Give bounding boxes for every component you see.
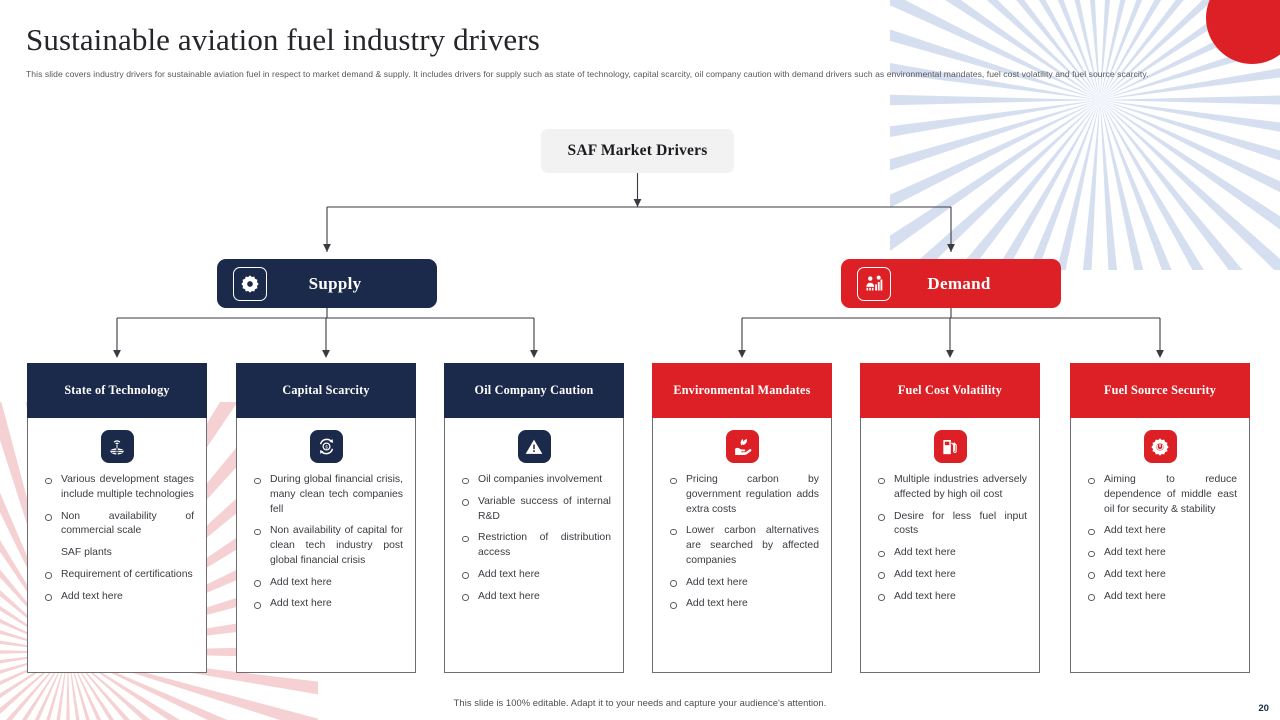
list-item: During global financial crisis, many cle…: [251, 473, 403, 517]
card-bullet-list: Oil companies involvement Variable succe…: [445, 473, 623, 604]
card-title: State of Technology: [64, 383, 170, 398]
footer-note: This slide is 100% editable. Adapt it to…: [453, 697, 827, 708]
branch-node-supply[interactable]: Supply: [217, 259, 437, 308]
card-bullet-list: Multiple industries adversely affected b…: [861, 473, 1039, 604]
list-item: Add text here: [667, 576, 819, 591]
list-item: Multiple industries adversely affected b…: [875, 473, 1027, 503]
list-item: Variable success of internal R&D: [459, 495, 611, 525]
card-title: Oil Company Caution: [474, 383, 594, 398]
list-item: Add text here: [459, 568, 611, 583]
svg-text:$: $: [325, 445, 328, 451]
driver-card-fuel-source-security[interactable]: Fuel Source Security Aiming to reduce de…: [1070, 363, 1250, 673]
driver-card-fuel-cost-volatility[interactable]: Fuel Cost Volatility Multiple industries…: [860, 363, 1040, 673]
card-bullet-list: Various development stages include multi…: [28, 473, 206, 604]
list-item: Add text here: [875, 568, 1027, 583]
list-item: Oil companies involvement: [459, 473, 611, 488]
list-item: Add text here: [1085, 590, 1237, 605]
fuel-pump-icon: [933, 430, 967, 463]
list-item: Add text here: [42, 590, 194, 605]
list-item: Add text here: [1085, 546, 1237, 561]
card-title: Fuel Cost Volatility: [897, 383, 1003, 398]
list-item: Desire for less fuel input costs: [875, 510, 1027, 540]
page-title: Sustainable aviation fuel industry drive…: [26, 22, 540, 57]
driver-card-environmental-mandates[interactable]: Environmental Mandates Pricing carbon by…: [652, 363, 832, 673]
list-item: Add text here: [1085, 568, 1237, 583]
driver-card-capital-scarcity[interactable]: Capital Scarcity $ During global financi…: [236, 363, 416, 673]
list-item: Add text here: [251, 576, 403, 591]
card-title: Environmental Mandates: [673, 383, 811, 398]
list-item: Restriction of distribution access: [459, 531, 611, 561]
card-bullet-list: Pricing carbon by government regulation …: [653, 473, 831, 612]
gear-icon: [233, 266, 267, 301]
people-chart-icon: [857, 266, 891, 301]
card-title: Capital Scarcity: [282, 383, 370, 398]
money-cycle-icon: $: [309, 430, 343, 463]
slide-header: Sustainable aviation fuel industry drive…: [26, 22, 1256, 81]
warning-triangle-icon: [517, 430, 551, 463]
list-item: Non availability of capital for clean te…: [251, 524, 403, 568]
list-item: Add text here: [251, 597, 403, 612]
list-item: Add text here: [1085, 524, 1237, 539]
list-item: Aiming to reduce dependence of middle ea…: [1085, 473, 1237, 517]
driver-card-oil-company-caution[interactable]: Oil Company Caution Oil companies involv…: [444, 363, 624, 673]
card-header: Capital Scarcity: [236, 363, 416, 418]
page-subtitle: This slide covers industry drivers for s…: [26, 68, 1149, 79]
branch-node-demand[interactable]: Demand: [841, 259, 1061, 308]
gear-power-icon: [1143, 430, 1177, 463]
list-item: Pricing carbon by government regulation …: [667, 473, 819, 517]
card-header: State of Technology: [27, 363, 207, 418]
hand-leaf-icon: [725, 430, 759, 463]
globe-signal-icon: [100, 430, 134, 463]
list-item: Add text here: [875, 546, 1027, 561]
root-node-label: SAF Market Drivers: [567, 142, 708, 159]
driver-card-state-of-technology[interactable]: State of Technology Various development …: [27, 363, 207, 673]
root-node-saf-market-drivers[interactable]: SAF Market Drivers: [541, 129, 734, 173]
page-number: 20: [1258, 703, 1269, 714]
card-header: Fuel Cost Volatility: [860, 363, 1040, 418]
list-item: Various development stages include multi…: [42, 473, 194, 503]
branch-label-demand: Demand: [927, 273, 991, 293]
list-item: Lower carbon alternatives are searched b…: [667, 524, 819, 568]
list-item: Add text here: [667, 597, 819, 612]
list-item: Add text here: [459, 590, 611, 605]
list-item: SAF plants: [61, 547, 112, 559]
list-item: Add text here: [875, 590, 1027, 605]
card-header: Fuel Source Security: [1070, 363, 1250, 418]
card-bullet-list: Aiming to reduce dependence of middle ea…: [1071, 473, 1249, 604]
branch-label-supply: Supply: [308, 273, 362, 293]
card-header: Oil Company Caution: [444, 363, 624, 418]
list-item: Requirement of certifications: [42, 568, 194, 583]
card-title: Fuel Source Security: [1103, 383, 1217, 398]
list-item: Non availability of commercial scale: [42, 510, 194, 540]
card-header: Environmental Mandates: [652, 363, 832, 418]
card-bullet-list: During global financial crisis, many cle…: [237, 473, 415, 612]
